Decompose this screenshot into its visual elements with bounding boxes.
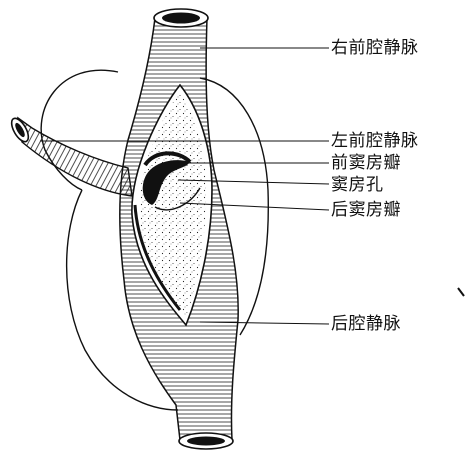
label-left-anterior-vena-cava: 左前腔静脉: [331, 131, 419, 151]
label-posterior-sinoatrial-valve: 后窦房瓣: [331, 200, 401, 220]
label-posterior-vena-cava: 后腔静脉: [331, 314, 401, 334]
label-right-anterior-vena-cava: 右前腔静脉: [331, 38, 419, 58]
stray-mark: [458, 288, 464, 296]
left-anterior-vena-cava: [18, 118, 132, 196]
label-sinoatrial-orifice: 窦房孔: [331, 175, 384, 195]
label-anterior-sinoatrial-valve: 前窦房瓣: [331, 153, 401, 173]
